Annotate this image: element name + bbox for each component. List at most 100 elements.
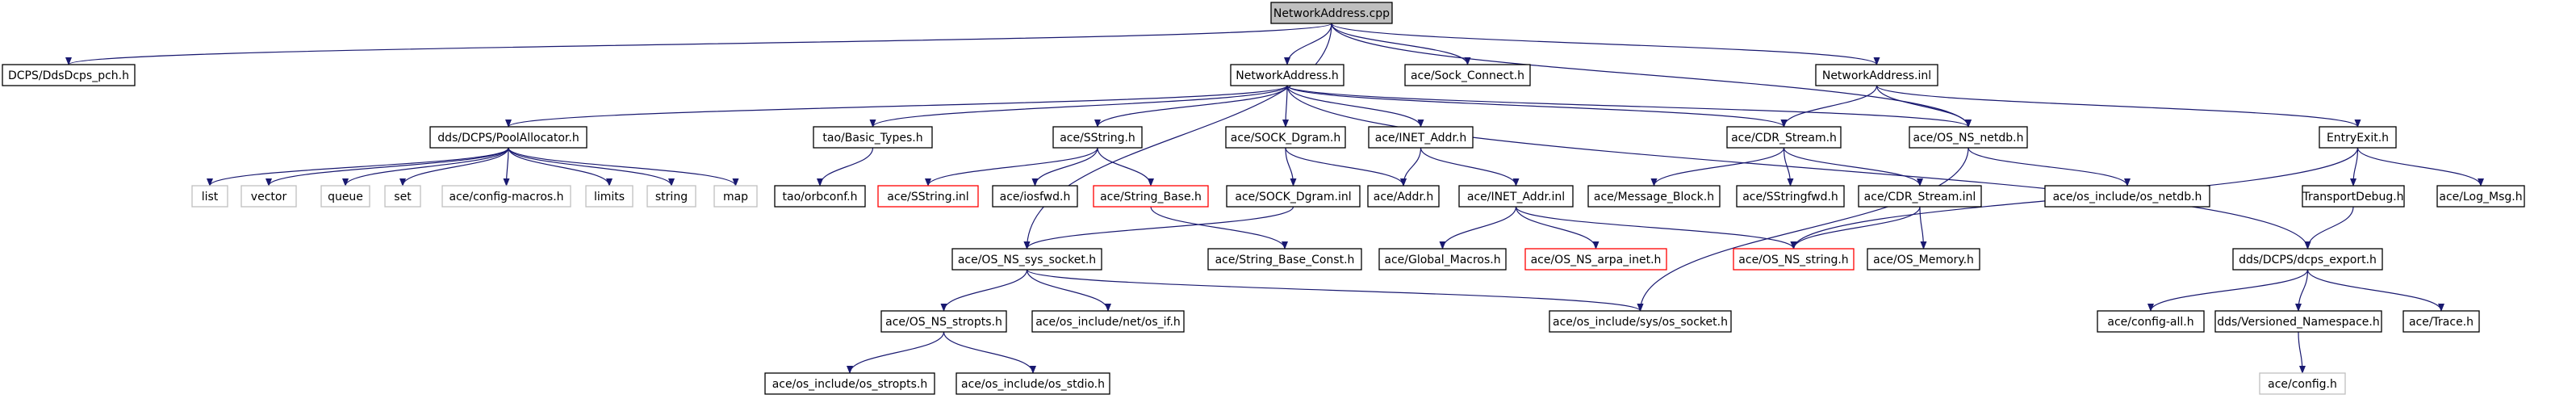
node-trace[interactable]: ace/Trace.h bbox=[2402, 310, 2480, 333]
node-label: ace/config.h bbox=[2268, 378, 2337, 391]
node-configall[interactable]: ace/config-all.h bbox=[2097, 310, 2205, 333]
edge-transportdebug-to-dcpsexport bbox=[2304, 206, 2354, 250]
edge-cdrstream-to-msgblock bbox=[1650, 147, 1785, 187]
node-label: set bbox=[394, 191, 412, 204]
edge-root-to-osnsnetdb bbox=[1331, 23, 1972, 128]
edge-inetaddrinl-to-globalmacros bbox=[1439, 206, 1517, 250]
node-osincstdio[interactable]: ace/os_include/os_stdio.h bbox=[956, 372, 1110, 395]
node-osmemory[interactable]: ace/OS_Memory.h bbox=[1867, 248, 1980, 271]
node-osnsnetdb[interactable]: ace/OS_NS_netdb.h bbox=[1909, 126, 2028, 149]
node-stringbaseconst[interactable]: ace/String_Base_Const.h bbox=[1207, 248, 1362, 271]
node-box bbox=[585, 185, 634, 208]
node-box bbox=[877, 185, 979, 208]
node-sstringinl[interactable]: ace/SString.inl bbox=[877, 185, 979, 208]
node-label: vector bbox=[251, 191, 287, 204]
node-box bbox=[1052, 126, 1143, 149]
node-globalmacros[interactable]: ace/Global_Macros.h bbox=[1378, 248, 1507, 271]
node-osnsarpainet[interactable]: ace/OS_NS_arpa_inet.h bbox=[1524, 248, 1667, 271]
node-root[interactable]: NetworkAddress.cpp bbox=[1270, 2, 1393, 24]
node-inetaddrinl[interactable]: ace/INET_Addr.inl bbox=[1458, 185, 1574, 208]
node-label: ace/INET_Addr.h bbox=[1375, 132, 1467, 145]
node-box bbox=[1378, 248, 1507, 271]
edge-nah-to-dcpsexport bbox=[1286, 85, 2311, 250]
edge-nah-to-basictypes bbox=[869, 85, 1288, 128]
node-box bbox=[2402, 310, 2480, 333]
edge-nainl-to-cdrstream bbox=[1780, 85, 1878, 128]
node-nainl[interactable]: NetworkAddress.inl bbox=[1815, 64, 1938, 86]
edge-inetaddrinl-to-osnsarpainet bbox=[1515, 206, 1600, 250]
node-box bbox=[2259, 372, 2346, 395]
node-label: ace/INET_Addr.inl bbox=[1467, 191, 1565, 204]
edge-versionedns-to-config bbox=[2298, 331, 2306, 374]
node-label: ace/config-macros.h bbox=[449, 191, 563, 204]
node-inetaddrh[interactable]: ace/INET_Addr.h bbox=[1368, 126, 1474, 149]
node-osincnetif[interactable]: ace/os_include/net/os_if.h bbox=[1031, 310, 1185, 333]
node-dcpsexport[interactable]: dds/DCPS/dcps_export.h bbox=[2232, 248, 2383, 271]
node-sockdgram[interactable]: ace/SOCK_Dgram.h bbox=[1225, 126, 1346, 149]
node-osincstropts[interactable]: ace/os_include/os_stropts.h bbox=[764, 372, 935, 395]
edge-basictypes-to-orbconf bbox=[817, 147, 874, 187]
edge-cdrstream-to-sstringfwd bbox=[1783, 147, 1794, 187]
node-string: string bbox=[646, 185, 696, 208]
node-entryexit[interactable]: EntryExit.h bbox=[2319, 126, 2397, 149]
node-label: ace/os_include/os_stdio.h bbox=[961, 378, 1105, 391]
node-label: ace/os_include/sys/os_socket.h bbox=[1553, 316, 1728, 329]
node-transportdebug[interactable]: TransportDebug.h bbox=[2302, 185, 2405, 208]
node-box bbox=[1270, 2, 1393, 24]
node-label: ace/SOCK_Dgram.h bbox=[1231, 132, 1340, 145]
node-box bbox=[1815, 64, 1938, 86]
node-config: ace/config.h bbox=[2259, 372, 2346, 395]
node-label: tao/Basic_Types.h bbox=[822, 132, 922, 145]
node-label: string bbox=[655, 191, 688, 204]
node-nah[interactable]: NetworkAddress.h bbox=[1230, 64, 1344, 86]
node-sstringfwd[interactable]: ace/SStringfwd.h bbox=[1736, 185, 1845, 208]
edge-osnssyssocket-to-osincsyssocket bbox=[1026, 269, 1644, 312]
edge-pool-to-configmacros bbox=[503, 147, 510, 187]
node-pool[interactable]: dds/DCPS/PoolAllocator.h bbox=[429, 126, 588, 149]
node-label: NetworkAddress.cpp bbox=[1273, 7, 1390, 20]
node-sstringh[interactable]: ace/SString.h bbox=[1052, 126, 1143, 149]
node-configmacros: ace/config-macros.h bbox=[441, 185, 571, 208]
node-osnssyssocket[interactable]: ace/OS_NS_sys_socket.h bbox=[951, 248, 1102, 271]
node-box bbox=[1587, 185, 1721, 208]
node-vector: vector bbox=[240, 185, 297, 208]
node-versionedns[interactable]: dds/Versioned_Namespace.h bbox=[2214, 310, 2382, 333]
node-stringbase[interactable]: ace/String_Base.h bbox=[1093, 185, 1209, 208]
node-iosfwd[interactable]: ace/iosfwd.h bbox=[992, 185, 1078, 208]
node-label: dds/DCPS/PoolAllocator.h bbox=[437, 132, 579, 145]
node-label: DCPS/DdsDcps_pch.h bbox=[8, 69, 129, 82]
node-box bbox=[2097, 310, 2205, 333]
node-box bbox=[1404, 64, 1531, 86]
edge-entryexit-to-transportdebug bbox=[2350, 147, 2359, 187]
node-label: ace/OS_NS_arpa_inet.h bbox=[1531, 254, 1662, 266]
node-orbconf[interactable]: tao/orbconf.h bbox=[774, 185, 866, 208]
node-box bbox=[1549, 310, 1732, 333]
node-label: ace/String_Base.h bbox=[1100, 191, 1202, 204]
edge-sstringh-to-sstringinl bbox=[925, 147, 1098, 187]
node-cdrstream[interactable]: ace/CDR_Stream.h bbox=[1726, 126, 1842, 149]
edge-nainl-to-osnsnetdb bbox=[1876, 85, 1972, 128]
node-sockconn[interactable]: ace/Sock_Connect.h bbox=[1404, 64, 1531, 86]
edge-nah-to-sockdgram bbox=[1282, 85, 1290, 128]
node-logmsg[interactable]: ace/Log_Msg.h bbox=[2436, 185, 2525, 208]
node-ddsdcps[interactable]: DCPS/DdsDcps_pch.h bbox=[2, 64, 136, 86]
node-box bbox=[1368, 126, 1474, 149]
node-box bbox=[2319, 126, 2397, 149]
edge-osnssyssocket-to-osnsstropts bbox=[940, 269, 1028, 312]
node-addr[interactable]: ace/Addr.h bbox=[1367, 185, 1440, 208]
node-box bbox=[1230, 64, 1344, 86]
node-box bbox=[1867, 248, 1980, 271]
node-label: ace/SString.h bbox=[1060, 132, 1135, 145]
node-label: limits bbox=[594, 191, 625, 204]
edge-inetaddrinl-to-osnsstring bbox=[1515, 206, 1797, 250]
node-sockdgraminl[interactable]: ace/SOCK_Dgram.inl bbox=[1226, 185, 1361, 208]
node-cdrstreaminl[interactable]: ace/CDR_Stream.inl bbox=[1858, 185, 1982, 208]
node-basictypes[interactable]: tao/Basic_Types.h bbox=[813, 126, 933, 149]
node-msgblock[interactable]: ace/Message_Block.h bbox=[1587, 185, 1721, 208]
node-osincsyssocket[interactable]: ace/os_include/sys/os_socket.h bbox=[1549, 310, 1732, 333]
edge-osnsnetdb-to-osincsyssocket bbox=[1637, 147, 1969, 312]
node-osnsstropts[interactable]: ace/OS_NS_stropts.h bbox=[880, 310, 1007, 333]
node-osincnetdb[interactable]: ace/os_include/os_netdb.h bbox=[2044, 185, 2210, 208]
node-osnsstring[interactable]: ace/OS_NS_string.h bbox=[1733, 248, 1855, 271]
node-box bbox=[1726, 126, 1842, 149]
